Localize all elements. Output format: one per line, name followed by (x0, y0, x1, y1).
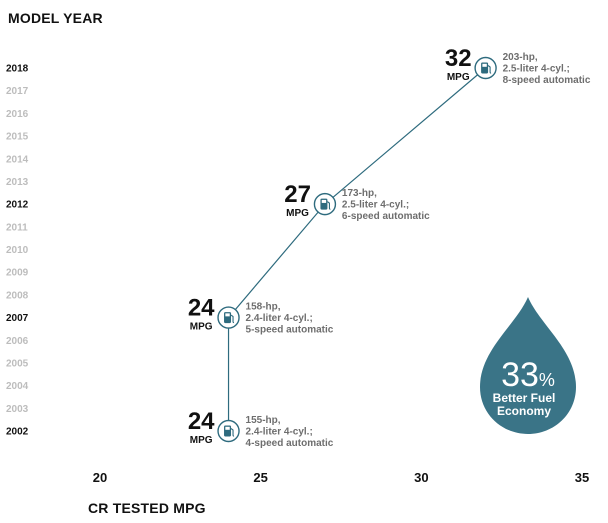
series-line (227, 67, 486, 431)
data-point-marker (217, 419, 240, 443)
engine-spec-label: 5-speed automatic (246, 325, 334, 336)
y-tick-label: 2009 (6, 268, 29, 279)
engine-spec-label: 155-hp, (246, 415, 281, 426)
y-tick-label: 2015 (6, 132, 29, 143)
fuel-pump-icon (224, 312, 235, 324)
engine-spec-label: 158-hp, (246, 302, 281, 313)
mpg-unit-label: MPG (286, 208, 309, 219)
fuel-pump-icon (481, 62, 492, 74)
engine-spec-label: 2.4-liter 4-cyl.; (246, 427, 313, 438)
engine-spec-label: 203-hp, (503, 52, 538, 63)
callout-caption: Economy (497, 404, 551, 418)
mpg-value-label: 27 (284, 181, 311, 208)
y-tick-label: 2014 (6, 154, 29, 165)
mpg-value-label: 24 (188, 408, 215, 435)
engine-spec-label: 2.5-liter 4-cyl.; (503, 64, 570, 75)
x-tick-label: 25 (253, 470, 267, 485)
y-tick-label: 2017 (6, 86, 29, 97)
y-tick-label: 2012 (6, 200, 29, 211)
x-axis-ticks: 20 25 30 35 (93, 470, 589, 485)
y-tick-label: 2005 (6, 358, 29, 369)
x-axis-title: CR TESTED MPG (88, 500, 206, 516)
data-point-marker (474, 56, 497, 80)
callout-percent: 33% (501, 356, 555, 394)
y-tick-label: 2018 (6, 64, 29, 75)
x-tick-label: 30 (414, 470, 428, 485)
callout-caption: Better Fuel (493, 391, 556, 405)
mpg-value-label: 24 (188, 295, 215, 322)
y-tick-label: 2010 (6, 245, 29, 256)
mpg-series (217, 56, 497, 443)
data-point-marker (217, 306, 240, 329)
y-tick-label: 2011 (6, 222, 28, 233)
engine-spec-label: 2.5-liter 4-cyl.; (342, 200, 409, 211)
drop-shape (480, 297, 576, 434)
y-tick-label: 2007 (6, 313, 29, 324)
mpg-unit-label: MPG (447, 72, 470, 83)
engine-spec-label: 8-speed automatic (503, 75, 591, 86)
x-tick-label: 35 (575, 470, 589, 485)
mpg-unit-label: MPG (190, 435, 213, 446)
y-tick-label: 2008 (6, 290, 29, 301)
fuel-pump-icon (320, 198, 331, 210)
x-tick-label: 20 (93, 470, 107, 485)
y-tick-label: 2002 (6, 427, 29, 438)
mpg-unit-label: MPG (190, 322, 213, 333)
engine-spec-label: 6-speed automatic (342, 211, 430, 222)
y-axis-title: MODEL YEAR (8, 10, 103, 26)
y-tick-label: 2004 (6, 381, 29, 392)
mpg-value-label: 32 (445, 45, 472, 72)
engine-spec-label: 2.4-liter 4-cyl.; (246, 313, 313, 324)
engine-spec-label: 173-hp, (342, 188, 377, 199)
y-tick-label: 2006 (6, 336, 29, 347)
y-tick-label: 2003 (6, 404, 29, 415)
y-axis-ticks: 2002 2003 2004 2005 2006 2007 2008 2009 2010 2011… (6, 64, 29, 438)
engine-spec-label: 4-speed automatic (246, 438, 334, 449)
y-tick-label: 2016 (6, 109, 29, 120)
y-tick-label: 2013 (6, 177, 29, 188)
fuel-pump-icon (224, 425, 235, 437)
data-point-marker (313, 192, 337, 216)
